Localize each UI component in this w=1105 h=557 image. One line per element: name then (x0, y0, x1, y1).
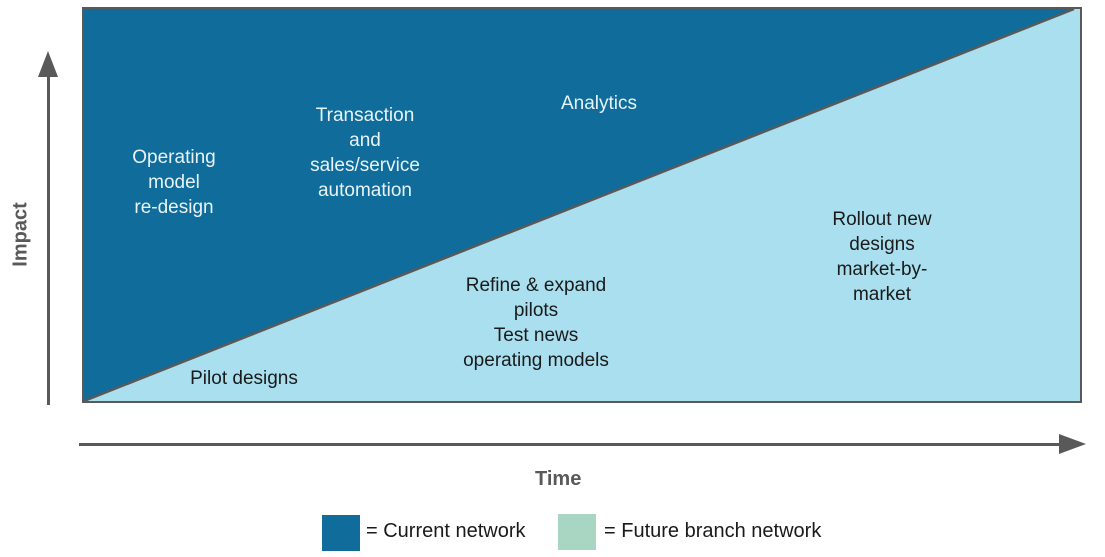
label-operating-model-redesign: Operating model re-design (132, 147, 216, 218)
label-refine-expand-pilots: Refine & expand pilots Test news operati… (463, 275, 609, 371)
x-axis-label: Time (535, 468, 582, 490)
label-pilot-designs: Pilot designs (190, 368, 298, 389)
region-divider-line (84, 9, 1075, 401)
y-axis-label: Impact (9, 202, 32, 267)
legend-swatch-current-network (322, 515, 360, 551)
y-axis-line (47, 76, 50, 405)
x-axis-arrow-right-icon (1059, 434, 1086, 454)
region-shapes (84, 9, 1075, 401)
label-analytics: Analytics (560, 93, 638, 114)
x-axis-line (79, 443, 1061, 446)
y-axis-arrow-up-icon (38, 51, 58, 77)
legend-label-current-network: = Current network (366, 520, 526, 542)
legend-swatch-future-branch-network (558, 514, 596, 550)
label-rollout-new-designs: Rollout new designs market-by- market (832, 209, 932, 305)
legend-label-future-branch-network: = Future branch network (604, 520, 822, 542)
chart-area: Operating model re-design Transaction an… (82, 7, 1082, 403)
label-transaction-sales-service-automation: Transaction and sales/service automation (310, 105, 420, 201)
